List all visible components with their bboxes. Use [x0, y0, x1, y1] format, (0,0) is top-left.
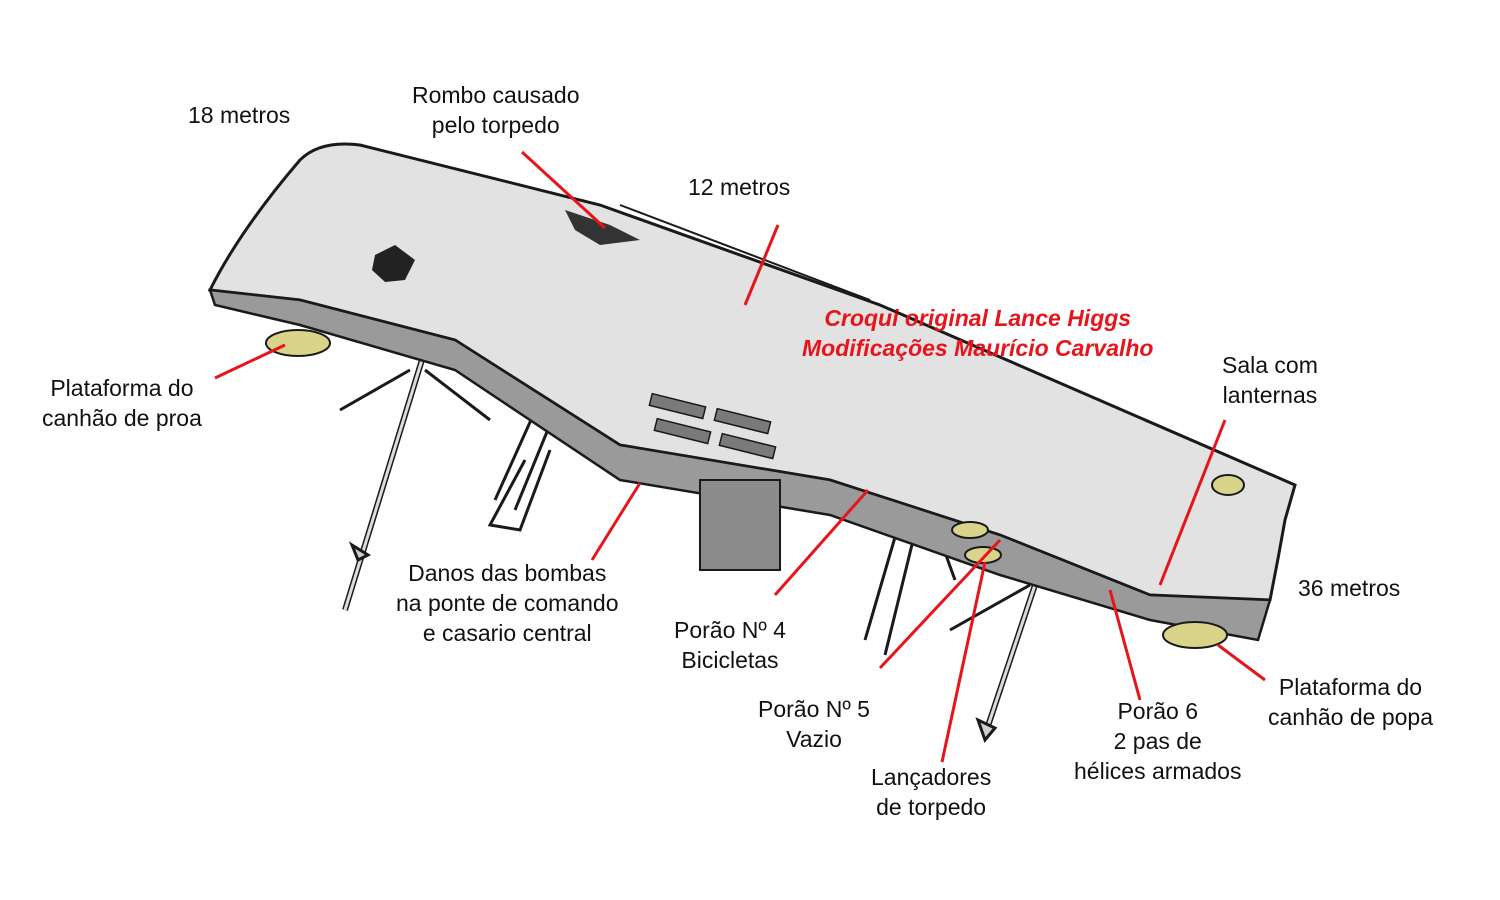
label-torpedo-launchers: Lançadores de torpedo — [871, 764, 992, 820]
label-torpedo-hole: Rombo causado pelo torpedo — [412, 82, 580, 138]
label-hold5: Porão Nº 5 Vazio — [758, 696, 870, 752]
main-mast-tip — [975, 717, 998, 743]
depth-label-middle: 12 metros — [688, 174, 791, 200]
leader-hold4 — [773, 489, 870, 596]
label-bow-gun-platform: Plataforma do canhão de proa — [42, 375, 202, 431]
leader-bridge-damage — [590, 482, 642, 561]
credit-line-2: Modificações Maurício Carvalho — [802, 335, 1154, 361]
torpedo-launcher-a — [951, 521, 989, 539]
label-bridge-damage: Danos das bombas na ponte de comando e c… — [396, 560, 619, 646]
leader-hold5 — [878, 538, 1002, 670]
leader-bow-gun — [214, 343, 286, 380]
leader-lines — [214, 150, 1266, 763]
stern-gun-platform — [1162, 621, 1228, 649]
fore-derrick-b — [424, 368, 491, 422]
label-lantern-room: Sala com lanternas — [1222, 352, 1318, 408]
hull-deck — [207, 142, 1297, 602]
lantern-room-fitting — [1211, 474, 1245, 496]
bridge-wreck — [699, 479, 781, 571]
aft-derrick-a — [863, 519, 902, 641]
label-hold6: Porão 6 2 pas de hélices armados — [1074, 698, 1242, 784]
leader-stern-gun — [1217, 643, 1266, 682]
depth-label-stern: 36 metros — [1298, 575, 1401, 601]
leader-hold6 — [1108, 589, 1142, 701]
main-mast-derrick — [949, 583, 1031, 632]
main-derrick-c — [487, 449, 552, 532]
credit-note: Croqui original Lance Higgs Modificações… — [802, 303, 1153, 363]
torpedo-launcher-b — [964, 546, 1002, 564]
fore-derrick-a — [339, 368, 411, 412]
deck-rail — [619, 204, 871, 301]
credit-line-1: Croqui original Lance Higgs — [824, 305, 1132, 331]
hatch-row — [648, 392, 777, 460]
leader-lantern-room — [1158, 419, 1227, 586]
label-hold4: Porão Nº 4 Bicicletas — [674, 617, 786, 673]
label-stern-gun-platform: Plataforma do canhão de popa — [1268, 674, 1433, 730]
leader-depth-middle — [743, 224, 780, 306]
bow-gun-platform — [265, 329, 331, 357]
bomb-crater — [372, 245, 415, 282]
depth-label-bow: 18 metros — [188, 102, 291, 128]
hull — [207, 142, 1297, 642]
leader-torpedo-hole — [520, 150, 607, 230]
fore-mast-tip — [348, 541, 372, 563]
leader-torpedo-launchers — [940, 561, 987, 763]
hull-side — [208, 288, 1272, 642]
